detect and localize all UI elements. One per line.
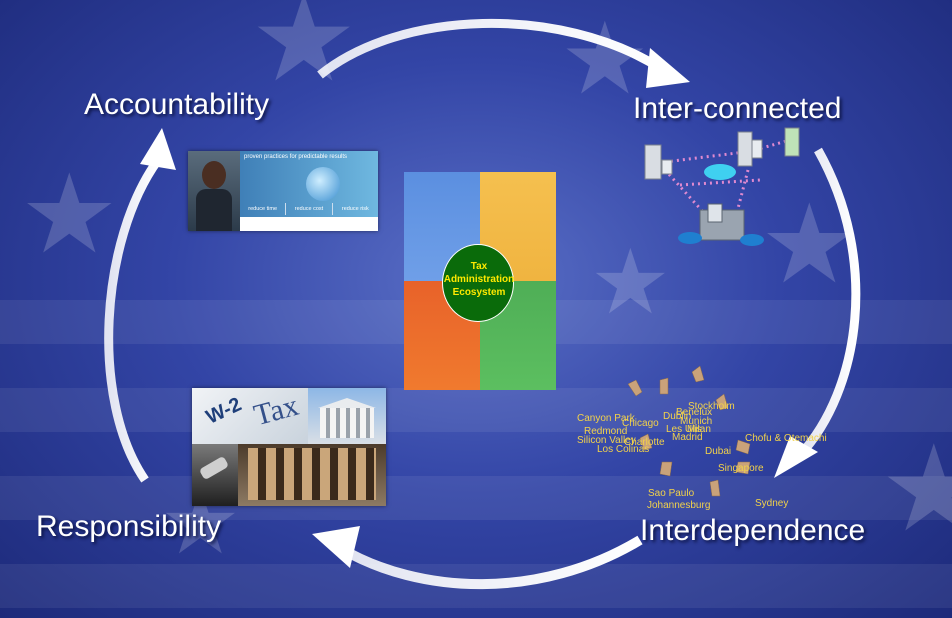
building-columns-photo: [238, 444, 386, 506]
city-label: Chofu & Otemachi: [745, 433, 827, 444]
background-star: ★: [20, 150, 119, 278]
tax-form-photo: W-2 Tax: [192, 388, 312, 444]
hub-title-line: Administration: [443, 274, 515, 285]
hub-title-line: Tax: [470, 261, 488, 272]
banner-tab: reduce time: [240, 203, 287, 215]
arrow-top: [317, 19, 663, 79]
city-label: Chicago: [622, 418, 659, 429]
device-icon: [678, 232, 702, 244]
hub-center-circle: [442, 244, 514, 322]
banner-headline: proven practices for predictable results: [244, 154, 348, 160]
city-label: Milan: [687, 424, 711, 435]
arrow-left-head: [140, 128, 176, 170]
background-star: ★: [250, 0, 358, 109]
device-icon: [740, 234, 764, 246]
server-icon: [751, 139, 763, 159]
accountability-banner: proven practices for predictable results…: [188, 151, 378, 231]
background-star: ★: [590, 230, 671, 335]
banner-tab: reduce cost: [286, 203, 333, 215]
city-label: Munich: [680, 416, 713, 427]
ecosystem-hub: Tax Administration Ecosystem: [404, 172, 556, 390]
city-label: Les Ulis: [666, 424, 702, 435]
cloud-icon: [704, 164, 736, 180]
city-label: Benelux: [676, 407, 713, 418]
arrow-top-head: [646, 48, 690, 88]
flag-stripe: [0, 388, 952, 432]
city-label: Silicon Valley: [577, 435, 636, 446]
banner-footer: [240, 217, 378, 231]
banner-tab: reduce risk: [341, 206, 369, 212]
banner-tabs: reduce time reduce cost reduce risk: [240, 203, 378, 215]
flag-stripe: [0, 476, 952, 520]
hub-title-line: Ecosystem: [452, 287, 506, 298]
globe-icon: [306, 167, 340, 201]
person-photo: [188, 151, 240, 231]
city-label: Canyon Park: [577, 413, 635, 424]
city-label: Sydney: [755, 498, 789, 509]
city-label: Sao Paulo: [648, 488, 695, 499]
city-label: Stockholm: [688, 401, 735, 412]
accountability-label: Accountability: [84, 88, 270, 121]
hub-title: Tax Administration Ecosystem: [434, 260, 524, 299]
server-icon: [644, 144, 662, 180]
city-label: Singapore: [718, 463, 764, 474]
arrow-left: [104, 157, 162, 483]
server-icon: [661, 159, 673, 175]
city-label: Dubai: [705, 446, 732, 457]
city-label: Los Colinas: [597, 444, 650, 455]
responsibility-collage: W-2 Tax: [192, 388, 386, 506]
city-label: Charlotte: [624, 437, 665, 448]
arrow-right-head: [774, 436, 818, 478]
city-label: Madrid: [672, 432, 703, 443]
arrow-bottom-head: [312, 526, 360, 568]
background-star: ★: [880, 420, 952, 559]
city-label: Johannesburg: [647, 500, 711, 511]
monitor-icon: [707, 203, 723, 223]
server-icon: [784, 127, 800, 157]
city-label: Redmond: [584, 426, 628, 437]
courthouse-photo: [308, 388, 386, 444]
interdependence-label: Interdependence: [640, 514, 866, 547]
city-label: Dublin: [663, 411, 692, 422]
arrow-bottom: [337, 535, 643, 590]
arrow-right: [796, 147, 861, 459]
gavel-photo: [192, 444, 238, 506]
responsibility-label: Responsibility: [36, 510, 222, 543]
inter-connected-label: Inter-connected: [633, 92, 842, 125]
